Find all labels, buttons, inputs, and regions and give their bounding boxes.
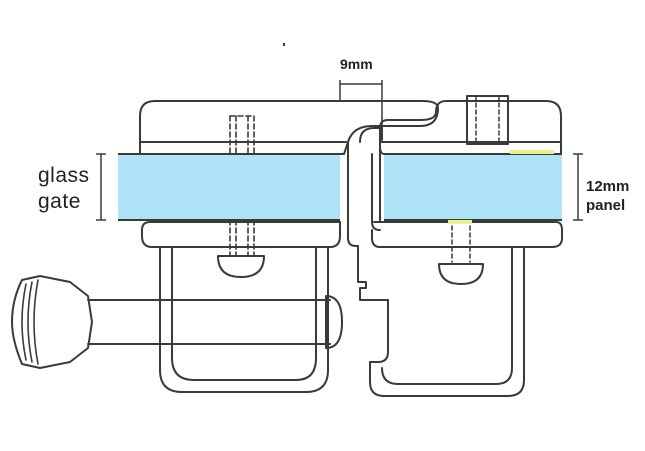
right-lower-bracket-inner (381, 246, 513, 385)
left-bottom-plate (141, 221, 341, 248)
handle-collar (325, 295, 343, 349)
gap-dimension (339, 80, 383, 128)
right-top-cover (379, 100, 562, 155)
handle-shaft (87, 299, 331, 345)
center-spine-inner (359, 127, 383, 143)
panel-label-line1: 12mm (586, 178, 630, 195)
left-screw-head (217, 255, 265, 278)
highlight-top (510, 150, 554, 154)
right-bottom-plate (371, 221, 563, 248)
right-inner-frame (371, 153, 381, 231)
gate-dimension (96, 153, 106, 221)
handle-knob (11, 275, 93, 369)
gap-label: 9mm (340, 56, 373, 72)
left-screw (229, 115, 255, 257)
left-lower-bracket (159, 246, 329, 393)
center-spine (347, 141, 389, 381)
right-set-screw (466, 95, 509, 145)
top-mark (283, 43, 285, 46)
right-screw-head (438, 263, 484, 285)
glass-gate-label-line1: glass (38, 164, 90, 187)
left-top-cover (139, 100, 439, 155)
glass-gate-label: glass gate (38, 163, 90, 215)
highlight-bottom (448, 220, 472, 224)
glass-gate (118, 154, 340, 220)
panel-dimension (573, 153, 583, 221)
glass-gate-label-line2: gate (38, 190, 81, 213)
glass-panel (384, 154, 562, 220)
panel-label: 12mm panel (586, 177, 629, 215)
right-screw (451, 225, 471, 263)
right-lower-bracket (369, 246, 525, 397)
panel-label-line2: panel (586, 197, 626, 214)
left-lower-bracket-inner (171, 246, 317, 381)
handle-knob-ribs (21, 279, 39, 365)
